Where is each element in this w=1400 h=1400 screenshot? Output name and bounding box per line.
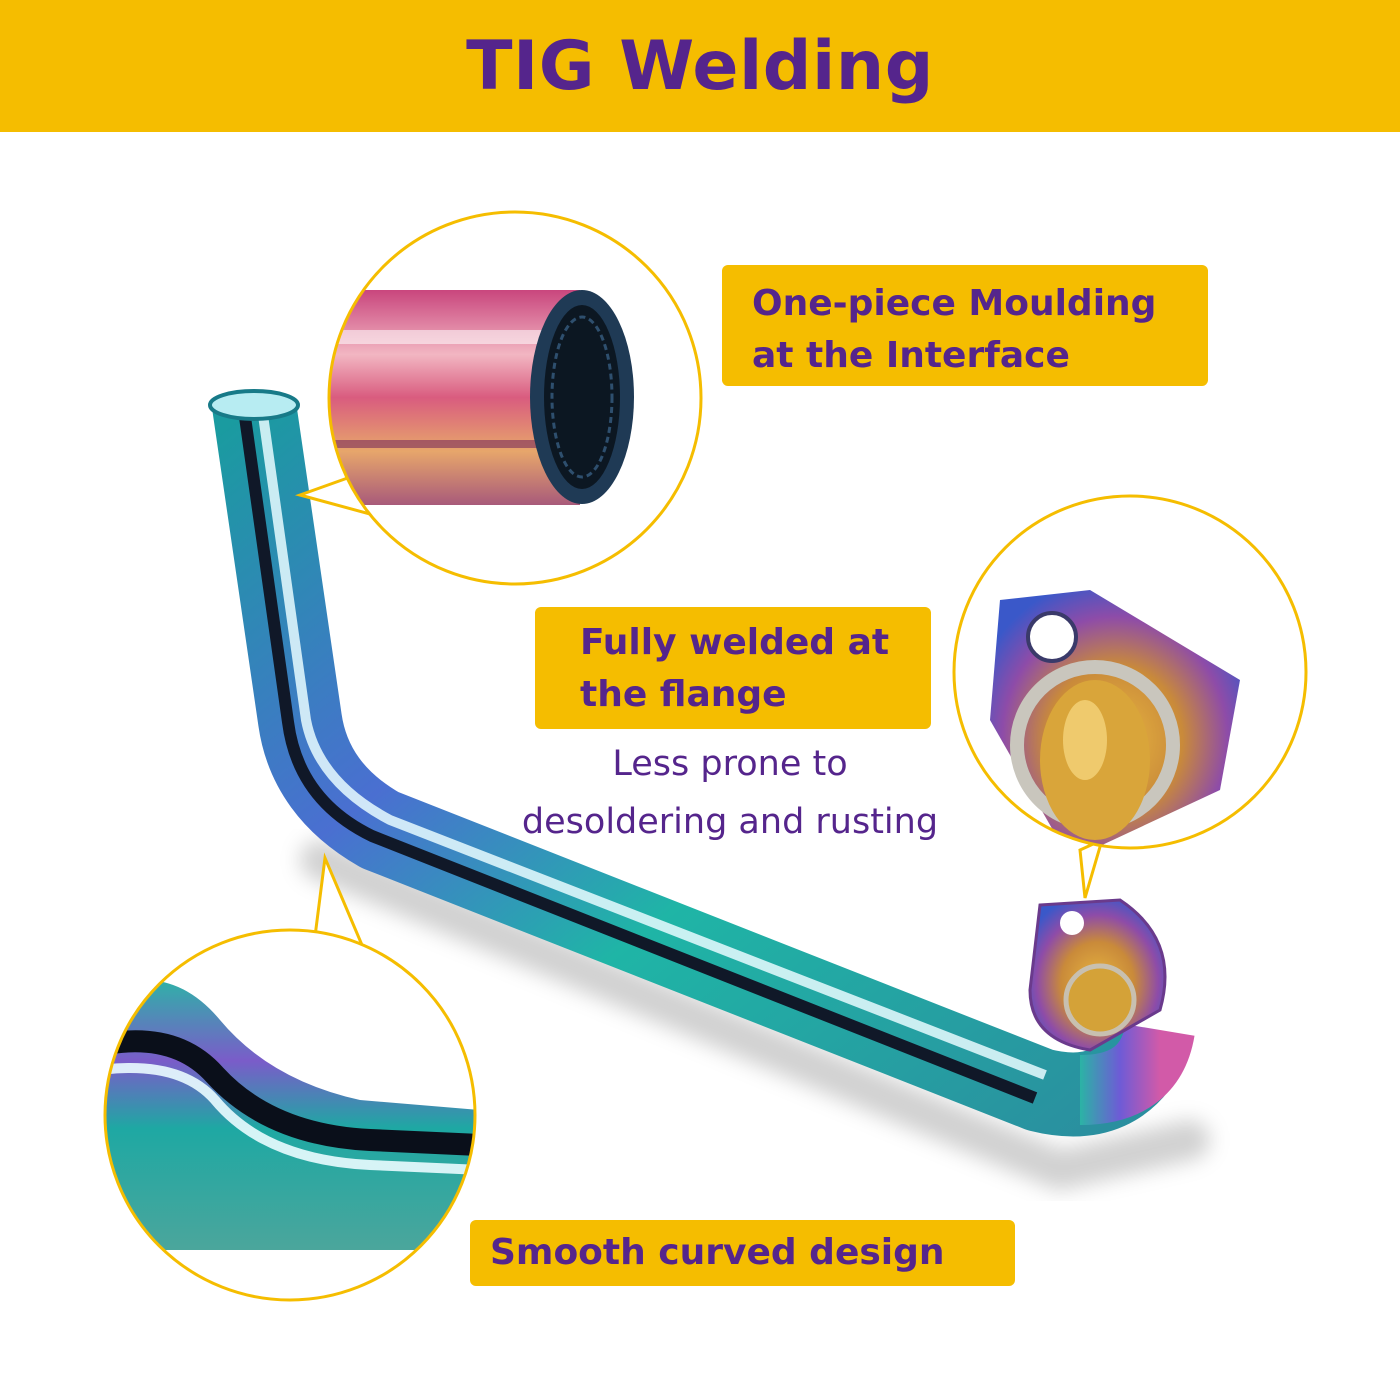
callout-interface-line2: at the Interface — [752, 335, 1070, 376]
callout-interface: One-piece Moulding at the Interface — [722, 265, 1208, 386]
callout-smooth-label: Smooth curved design — [490, 1232, 945, 1273]
flange-note: Less prone to desoldering and rusting — [500, 735, 960, 851]
flange-note-line1: Less prone to — [612, 744, 848, 784]
pointer-right — [1078, 837, 1105, 899]
callout-flange: Fully welded at the flange — [535, 607, 931, 729]
page-title: TIG Welding — [466, 26, 934, 106]
flange-note-line2: desoldering and rusting — [521, 802, 939, 842]
callout-flange-line1: Fully welded at — [580, 622, 890, 663]
pipe-shadow — [300, 840, 1210, 1191]
zoom-smooth-bend — [103, 928, 477, 1302]
title-banner: TIG Welding — [0, 0, 1400, 132]
zoom-tube-end — [327, 210, 703, 586]
pipe-flange — [1028, 898, 1167, 1052]
callout-flange-line2: the flange — [580, 674, 787, 715]
zoom-flange-weld — [952, 494, 1308, 850]
callout-interface-line1: One-piece Moulding — [752, 283, 1157, 324]
exhaust-pipe — [208, 389, 1195, 1137]
callout-smooth-design: Smooth curved design — [470, 1220, 1015, 1286]
